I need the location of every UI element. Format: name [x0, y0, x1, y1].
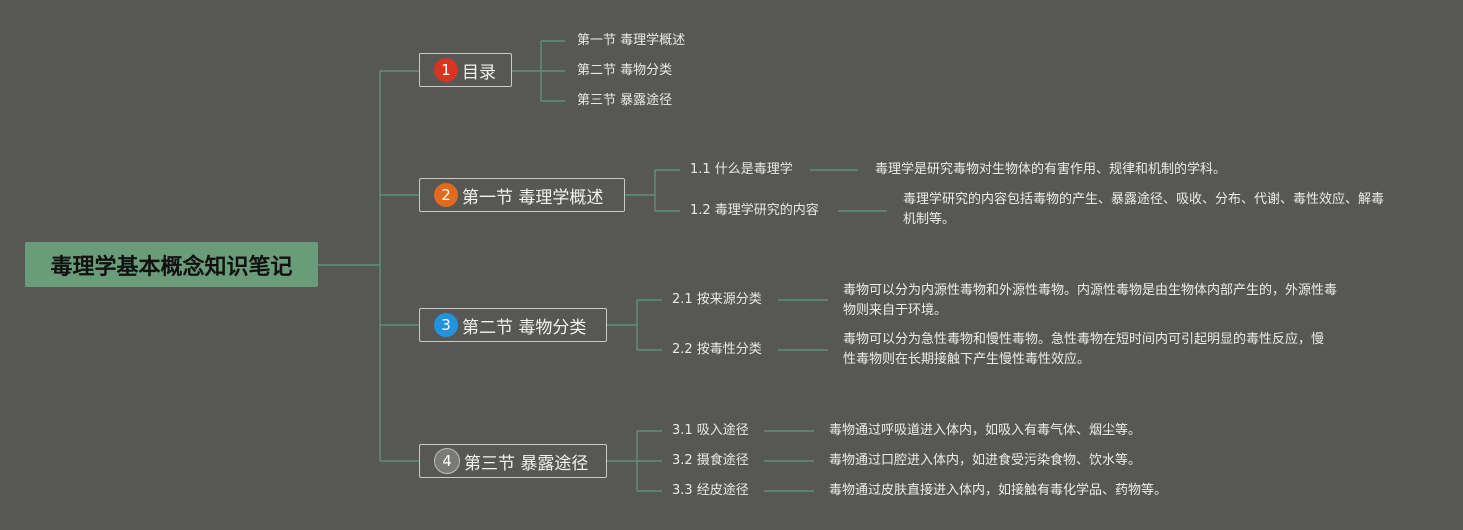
subtopic-detail: 毒物可以分为急性毒物和慢性毒物。急性毒物在短时间内可引起明显的毒性反应，慢性毒物… — [843, 332, 1325, 367]
section-toc[interactable]: 1 目录 — [419, 53, 512, 87]
subtopic-detail: 毒物通过皮肤直接进入体内，如接触有毒化学品、药物等。 — [829, 483, 1168, 498]
toc-item[interactable]: 第一节 毒理学概述 — [577, 33, 686, 48]
root-topic[interactable]: 毒理学基本概念知识笔记 — [25, 242, 318, 287]
subtopic-detail: 毒物通过口腔进入体内，如进食受污染食物、饮水等。 — [829, 453, 1142, 468]
section-label: 目录 — [462, 62, 496, 83]
subtopic-detail: 毒理学是研究毒物对生物体的有害作用、规律和机制的学科。 — [875, 162, 1227, 177]
subtopic-detail: 毒理学研究的内容包括毒物的产生、暴露途径、吸收、分布、代谢、毒性效应、解毒机制等… — [903, 192, 1385, 227]
subtopic-label[interactable]: 3.2 摄食途径 — [672, 453, 749, 468]
toc-item[interactable]: 第三节 暴露途径 — [577, 93, 673, 108]
root-title: 毒理学基本概念知识笔记 — [50, 254, 293, 280]
section-classification[interactable]: 3 第二节 毒物分类 — [419, 308, 607, 342]
subtopic-label[interactable]: 2.1 按来源分类 — [672, 292, 762, 307]
section-label: 第二节 毒物分类 — [462, 317, 587, 338]
subtopic-label[interactable]: 2.2 按毒性分类 — [672, 342, 762, 357]
toc-item[interactable]: 第二节 毒物分类 — [577, 63, 673, 78]
number-badge-icon: 2 — [434, 183, 458, 207]
subtopic-label[interactable]: 3.3 经皮途径 — [672, 483, 749, 498]
number-badge-icon: 4 — [434, 448, 460, 474]
subtopic-label[interactable]: 1.2 毒理学研究的内容 — [690, 203, 819, 218]
subtopic-label[interactable]: 1.1 什么是毒理学 — [690, 162, 793, 177]
number-badge-icon: 3 — [434, 313, 458, 337]
subtopic-label[interactable]: 3.1 吸入途径 — [672, 423, 749, 438]
section-overview[interactable]: 2 第一节 毒理学概述 — [419, 178, 625, 212]
subtopic-detail: 毒物通过呼吸道进入体内，如吸入有毒气体、烟尘等。 — [829, 423, 1142, 438]
section-label: 第一节 毒理学概述 — [462, 187, 604, 208]
section-label: 第三节 暴露途径 — [464, 453, 589, 474]
section-exposure[interactable]: 4 第三节 暴露途径 — [419, 444, 607, 478]
number-badge-icon: 1 — [434, 58, 458, 82]
subtopic-detail: 毒物可以分为内源性毒物和外源性毒物。内源性毒物是由生物体内部产生的，外源性毒物则… — [843, 283, 1338, 318]
